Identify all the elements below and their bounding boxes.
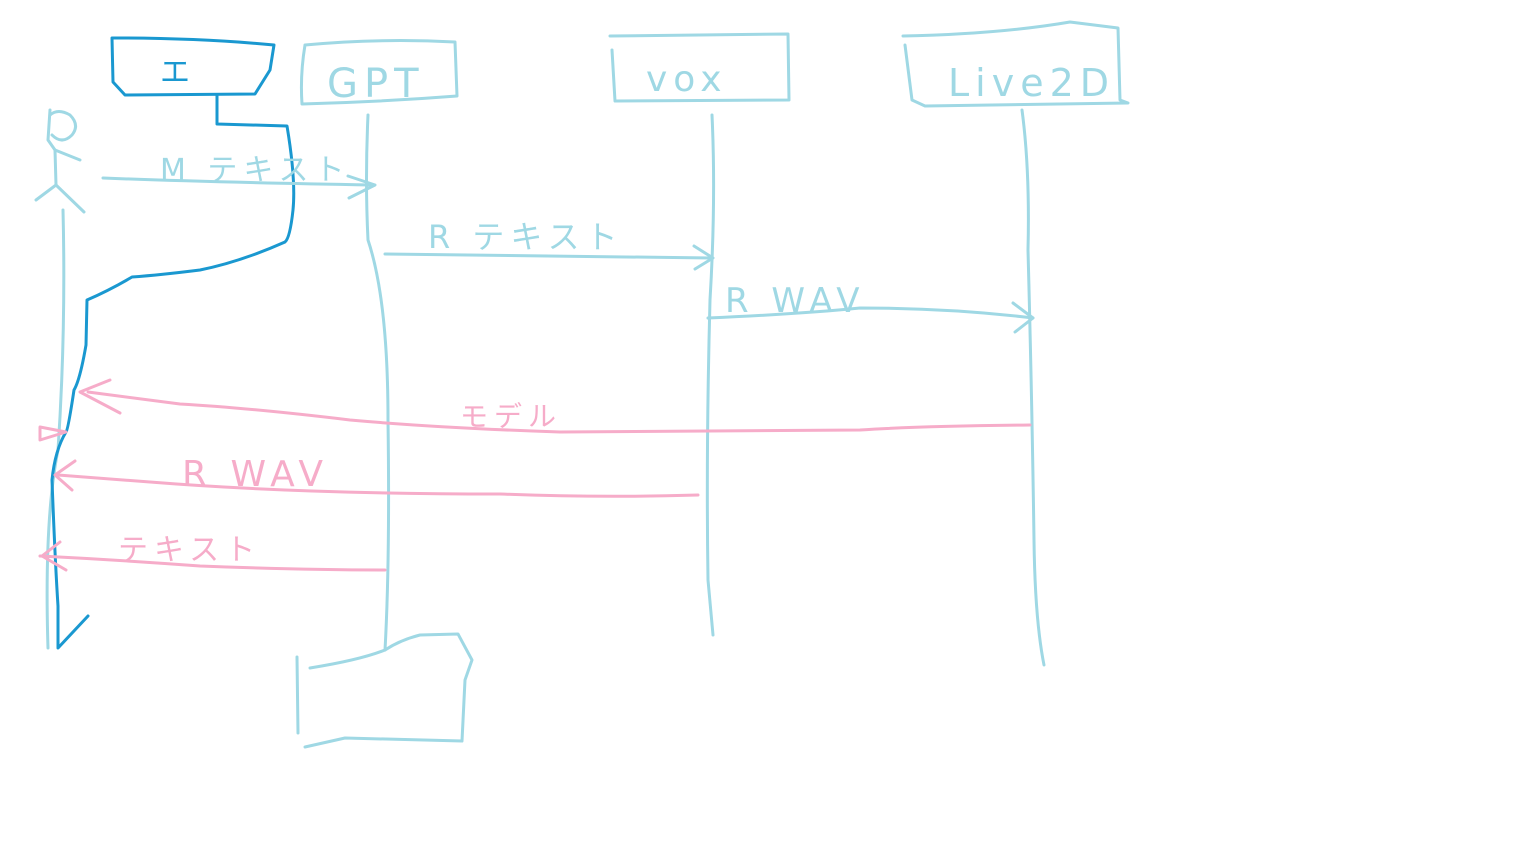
arrow-m4-head xyxy=(78,378,122,415)
arrow-m6-line xyxy=(38,554,387,572)
message-label-m5: R WAV xyxy=(182,454,329,495)
bottom-box-gpt-side xyxy=(295,655,300,735)
participant-box-vox xyxy=(608,32,791,103)
arrow-m6-head xyxy=(40,540,68,572)
participant-box-live2d xyxy=(901,20,1130,108)
arrow-m3-head xyxy=(1011,301,1035,334)
lifeline-vox xyxy=(705,113,716,637)
arrow-m5-head xyxy=(53,459,77,492)
arrow-m4-line xyxy=(86,390,1032,434)
message-label-m4: モデル xyxy=(460,400,562,433)
activation-path xyxy=(50,94,296,650)
arrow-m2-head xyxy=(692,244,715,271)
arrow-m1-line xyxy=(101,176,374,187)
participant-box-gpt xyxy=(299,39,459,106)
arrow-m3-line xyxy=(706,306,1035,320)
arrow-m1-head xyxy=(346,174,377,200)
participant-label-ui: エ xyxy=(160,55,196,90)
arrow-m5-line xyxy=(56,473,700,498)
arrow-m2-line xyxy=(383,252,714,260)
participant-label-vox: vox xyxy=(646,59,728,100)
message-label-m6: テキスト xyxy=(118,533,261,568)
message-label-m1: M テキスト xyxy=(160,153,351,188)
lifeline-live2d xyxy=(1020,108,1046,667)
bottom-box-gpt xyxy=(303,632,474,749)
actor-user-icon xyxy=(34,108,86,214)
message-label-m2: R テキスト xyxy=(428,218,623,256)
arrow-m4-stub xyxy=(38,425,68,442)
participant-box-ui xyxy=(110,36,276,97)
message-label-m3: R WAV xyxy=(725,281,866,321)
participant-label-gpt: GPT xyxy=(327,61,425,107)
participant-label-live2d: Live2D xyxy=(948,61,1115,105)
